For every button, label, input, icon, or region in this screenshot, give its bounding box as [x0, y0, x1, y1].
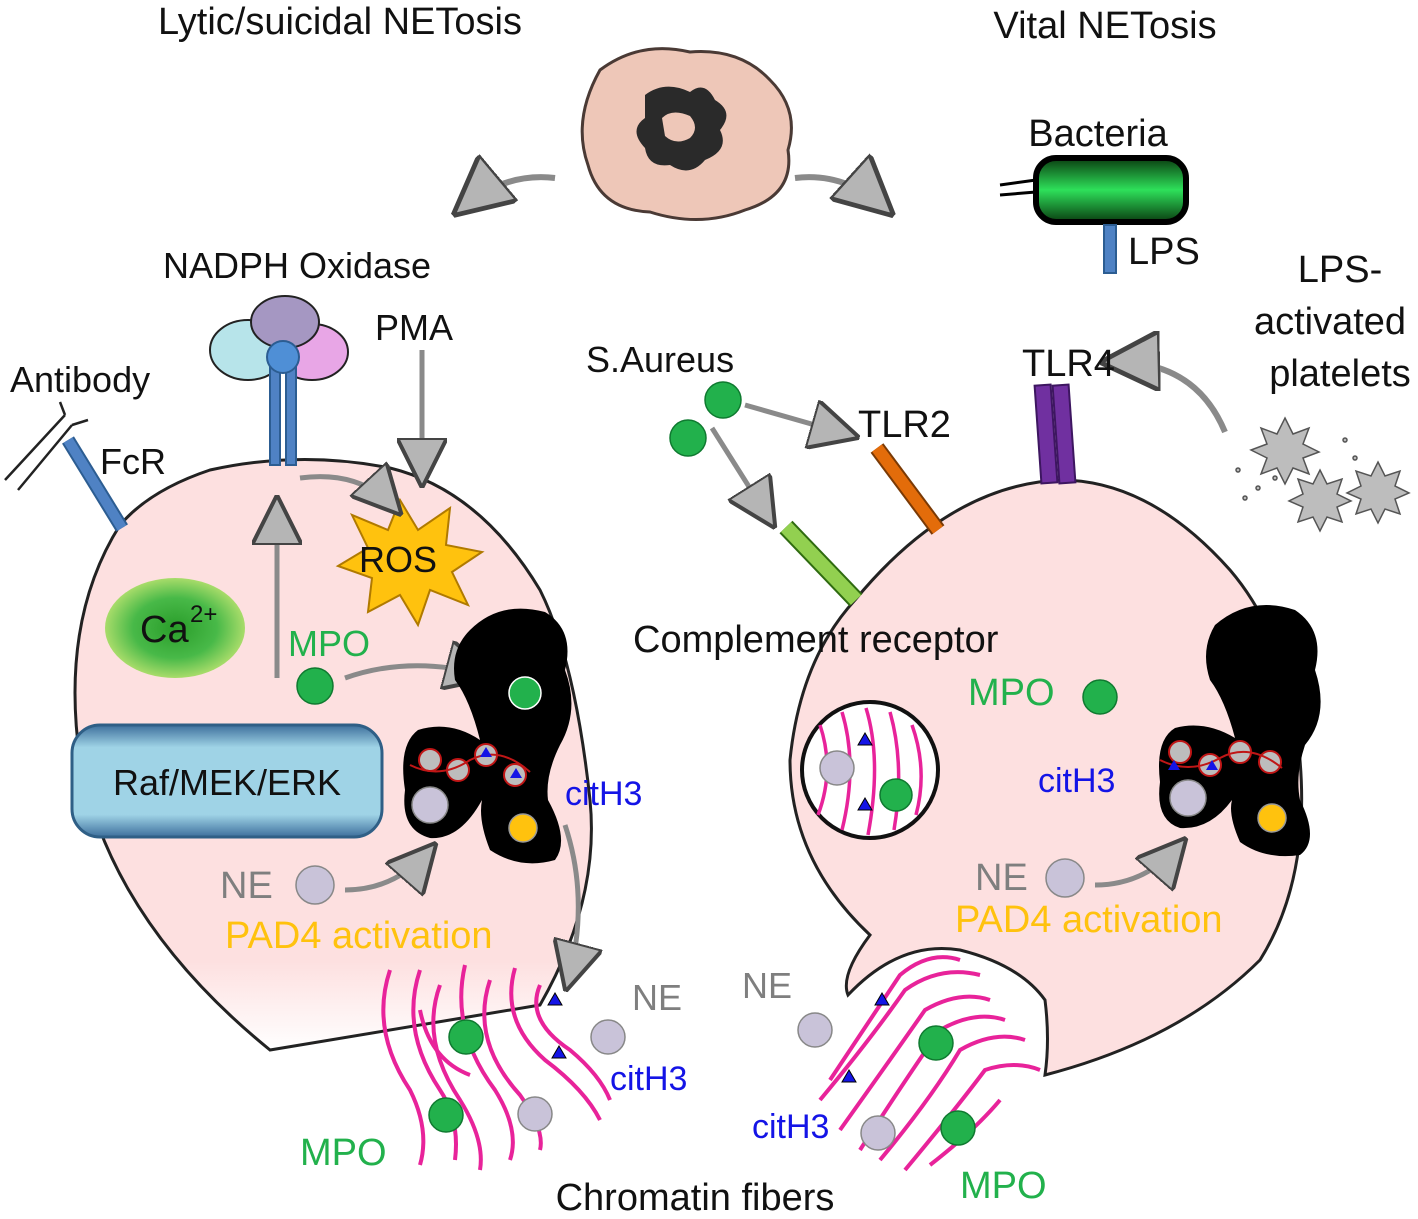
lps-label: LPS	[1128, 231, 1200, 273]
right-fiber-mpo-granule	[940, 1110, 976, 1146]
left-cith3-label: citH3	[565, 775, 642, 813]
saureus-to-tlr2-arrow	[744, 405, 850, 435]
platelets-label-3: platelets	[1269, 353, 1411, 395]
activated-platelets-icon	[1235, 416, 1411, 533]
left-chromatin-fibers	[381, 964, 612, 1171]
tlr2-label: TLR2	[858, 404, 951, 446]
antibody-icon	[4, 401, 89, 491]
fiber-mpo-granule	[428, 1097, 464, 1133]
nadph-to-ros-arrow	[299, 477, 395, 508]
fibers-right-cith3-label: citH3	[752, 1108, 829, 1146]
left-decondensing-nucleus	[403, 608, 572, 864]
right-fiber-ne-granule	[860, 1115, 896, 1151]
right-fiber-mpo-granule	[918, 1025, 954, 1061]
platelets-label-2: activated	[1254, 301, 1406, 343]
right-mpo-granule	[1082, 679, 1118, 715]
left-mpo-label: MPO	[288, 623, 370, 664]
arrow-to-lytic	[462, 177, 556, 208]
fibers-left-cith3-label: citH3	[610, 1060, 687, 1098]
bacterium-icon	[1033, 155, 1189, 225]
fiber-cith3-marks	[547, 992, 567, 1059]
fibers-right-ne-label: NE	[742, 965, 792, 1006]
ne-to-nucleus-arrow	[344, 850, 430, 890]
tlr4-label: TLR4	[1022, 343, 1115, 385]
saureus-label: S.Aureus	[586, 339, 734, 380]
right-decondensing-nucleus	[1159, 605, 1321, 857]
arrow-to-vital	[794, 177, 885, 208]
fiber-ne-granule	[517, 1096, 553, 1132]
platelets-label-1: LPS-	[1298, 249, 1382, 291]
calcium-charge: 2+	[190, 601, 217, 628]
complement-receptor-label: Complement receptor	[633, 619, 999, 661]
nucleus-to-fibers-arrow	[565, 824, 578, 982]
tlr4-receptor	[1033, 383, 1077, 485]
saureus-to-complement-arrow	[709, 426, 770, 520]
ros-burst	[335, 497, 485, 628]
calcium-label: Ca	[140, 609, 189, 651]
saureus-bacterium	[704, 381, 742, 419]
left-mpo-granule	[296, 667, 334, 705]
right-fiber-ne-granule	[797, 1012, 833, 1048]
right-cith3-label: citH3	[1038, 762, 1115, 800]
platelets-to-tlr4-arrow	[1112, 362, 1228, 434]
right-fiber-cith3-marks	[841, 992, 890, 1083]
fibers-right-mpo-label: MPO	[960, 1165, 1047, 1207]
vital-netosis-title: Vital NETosis	[993, 5, 1216, 47]
right-ne-granule	[1045, 858, 1085, 898]
raf-mek-erk-label: Raf/MEK/ERK	[113, 762, 341, 803]
pma-label: PMA	[375, 307, 453, 348]
right-mpo-label: MPO	[968, 672, 1055, 714]
right-ne-to-nucleus-arrow	[1094, 845, 1180, 885]
right-chromatin-fibers	[818, 955, 1041, 1172]
left-pad4-label: PAD4 activation	[225, 915, 493, 957]
chromatin-vesicle	[800, 700, 940, 840]
chromatin-fibers-caption: Chromatin fibers	[556, 1177, 835, 1219]
lytic-netosis-title: Lytic/suicidal NETosis	[158, 1, 522, 43]
left-ne-label: NE	[220, 865, 273, 907]
lps-molecule	[1103, 224, 1117, 274]
nadph-oxidase-label: NADPH Oxidase	[163, 245, 431, 286]
fibers-left-mpo-label: MPO	[300, 1132, 387, 1174]
bacterium-flagella	[999, 178, 1037, 197]
fcr-label: FcR	[100, 441, 166, 482]
fiber-ne-granule	[590, 1019, 626, 1055]
antibody-label: Antibody	[10, 359, 150, 400]
raf-mek-erk-box	[70, 723, 384, 839]
neutrophil-icon	[580, 47, 793, 221]
bacteria-label: Bacteria	[1028, 113, 1168, 155]
nadph-oxidase-complex	[209, 295, 349, 466]
calcium-blob	[105, 578, 245, 678]
saureus-bacterium	[669, 419, 707, 457]
right-pad4-label: PAD4 activation	[955, 899, 1223, 941]
left-ne-granule	[295, 865, 335, 905]
right-ne-label: NE	[975, 857, 1028, 899]
ros-label: ROS	[359, 539, 437, 580]
right-neutrophil-cell	[788, 478, 1304, 1078]
fibers-left-ne-label: NE	[632, 977, 682, 1018]
fiber-mpo-granule	[448, 1019, 484, 1055]
